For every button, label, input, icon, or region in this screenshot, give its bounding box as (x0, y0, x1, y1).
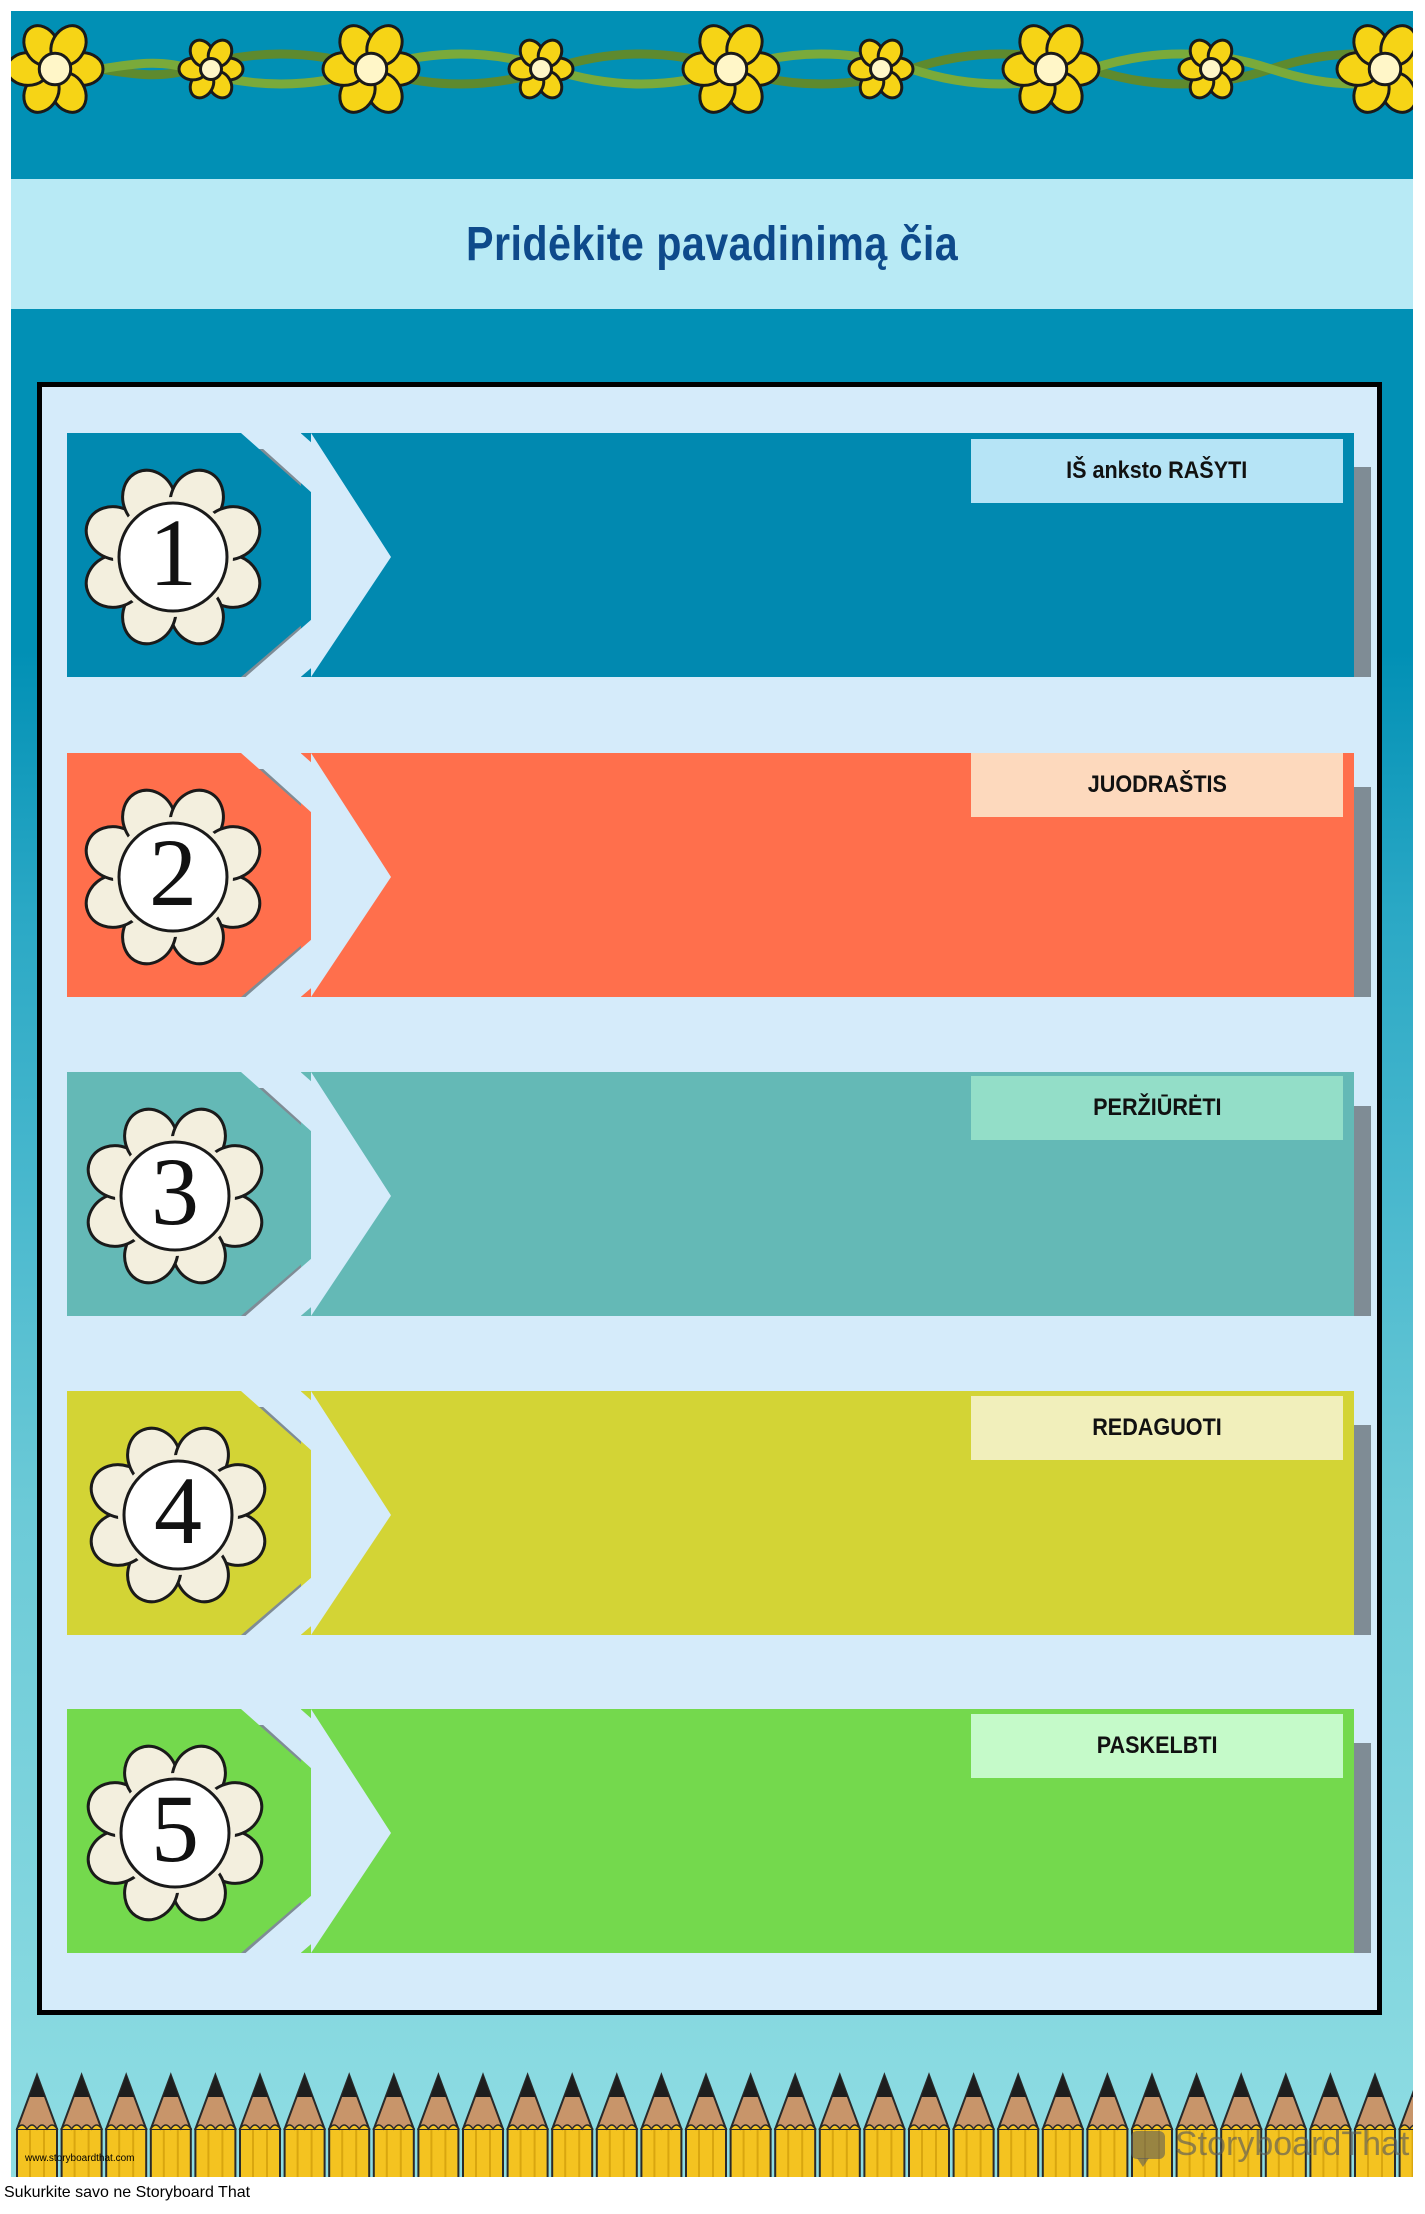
pencil-icon (1308, 2072, 1352, 2177)
step-5-arrow: 5 (67, 1705, 1371, 1971)
pencil-icon (15, 2072, 59, 2177)
pencil-icon (461, 2072, 505, 2177)
step-1-label: IŠ anksto RAŠYTI (971, 439, 1343, 503)
watermark-logo-text: StoryboardThat (1175, 2125, 1410, 2163)
page-title: Pridėkite pavadinimą čia (465, 217, 959, 271)
step-number: 2 (149, 819, 197, 926)
pencil-icon (729, 2072, 773, 2177)
pencil-icon (416, 2072, 460, 2177)
yellow-flower-icon (11, 24, 105, 114)
watermark-url: www.storyboardthat.com (25, 2153, 135, 2164)
yellow-flower-icon (1335, 24, 1413, 114)
step-4: 4 REDAGUOTI (11, 1387, 1413, 1653)
daisy-badge-icon: 4 (89, 1426, 267, 1604)
title-band: Pridėkite pavadinimą čia (11, 179, 1413, 309)
pencil-icon (60, 2072, 104, 2177)
step-3: 3 PERŽIŪRĖTI (11, 1068, 1413, 1334)
pencil-icon (684, 2072, 728, 2177)
pencil-icon (862, 2072, 906, 2177)
yellow-flower-icon (1177, 38, 1245, 100)
yellow-flower-icon (681, 24, 781, 114)
yellow-flower-icon (177, 38, 245, 100)
step-number: 4 (154, 1457, 202, 1564)
pencil-icon (1264, 2072, 1308, 2177)
pencil-icon (907, 2072, 951, 2177)
daisy-badge-icon: 2 (84, 788, 262, 966)
pencil-icon (550, 2072, 594, 2177)
pencil-icon (283, 2072, 327, 2177)
pencil-icon (818, 2072, 862, 2177)
step-number: 5 (151, 1775, 199, 1882)
pencil-icon (193, 2072, 237, 2177)
step-3-label: PERŽIŪRĖTI (971, 1076, 1343, 1140)
pencil-icon (773, 2072, 817, 2177)
pencil-icon (996, 2072, 1040, 2177)
yellow-flower-icon (847, 38, 915, 100)
yellow-flower-icon (507, 38, 575, 100)
pencil-icon (595, 2072, 639, 2177)
daisy-badge-icon: 5 (86, 1744, 264, 1922)
poster: Pridėkite pavadinimą čia 1 IŠ anksto RAŠ… (11, 11, 1413, 2177)
step-1: 1 IŠ anksto RAŠYTI (11, 429, 1413, 695)
pencil-icon (104, 2072, 148, 2177)
step-2-arrow: 2 (67, 749, 1371, 1015)
step-1-arrow: 1 (67, 429, 1371, 695)
step-4-arrow: 4 (67, 1387, 1371, 1653)
flower-vine-border (11, 11, 1413, 141)
footer-credit: Sukurkite savo ne Storyboard That (4, 2184, 251, 2201)
step-3-arrow: 3 (67, 1068, 1371, 1334)
pencil-icon (1353, 2072, 1397, 2177)
pencil-icon (149, 2072, 193, 2177)
pencil-icon (506, 2072, 550, 2177)
pencil-row-border (15, 2072, 1413, 2177)
pencil-icon (327, 2072, 371, 2177)
step-5-label: PASKELBTI (971, 1714, 1343, 1778)
pencil-icon (1085, 2072, 1129, 2177)
daisy-badge-icon: 1 (84, 468, 262, 646)
pencil-icon (1175, 2072, 1219, 2177)
speech-bubble-icon (1131, 2130, 1165, 2167)
pencil-icon (1041, 2072, 1085, 2177)
pencil-icon (372, 2072, 416, 2177)
watermark-logo: StoryboardThat (1131, 2125, 1410, 2167)
yellow-flower-icon (1001, 24, 1101, 114)
step-number: 1 (149, 499, 197, 606)
step-number: 3 (151, 1138, 199, 1245)
pencil-icon (952, 2072, 996, 2177)
pencil-icon (1398, 2089, 1413, 2177)
step-2: 2 JUODRAŠTIS (11, 749, 1413, 1015)
pencil-icon (639, 2072, 683, 2177)
pencil-icon (238, 2072, 282, 2177)
step-4-label: REDAGUOTI (971, 1396, 1343, 1460)
pencil-icon (1219, 2072, 1263, 2177)
daisy-badge-icon: 3 (86, 1107, 264, 1285)
step-5: 5 PASKELBTI (11, 1705, 1413, 1971)
yellow-flower-icon (321, 24, 421, 114)
step-2-label: JUODRAŠTIS (971, 753, 1343, 817)
